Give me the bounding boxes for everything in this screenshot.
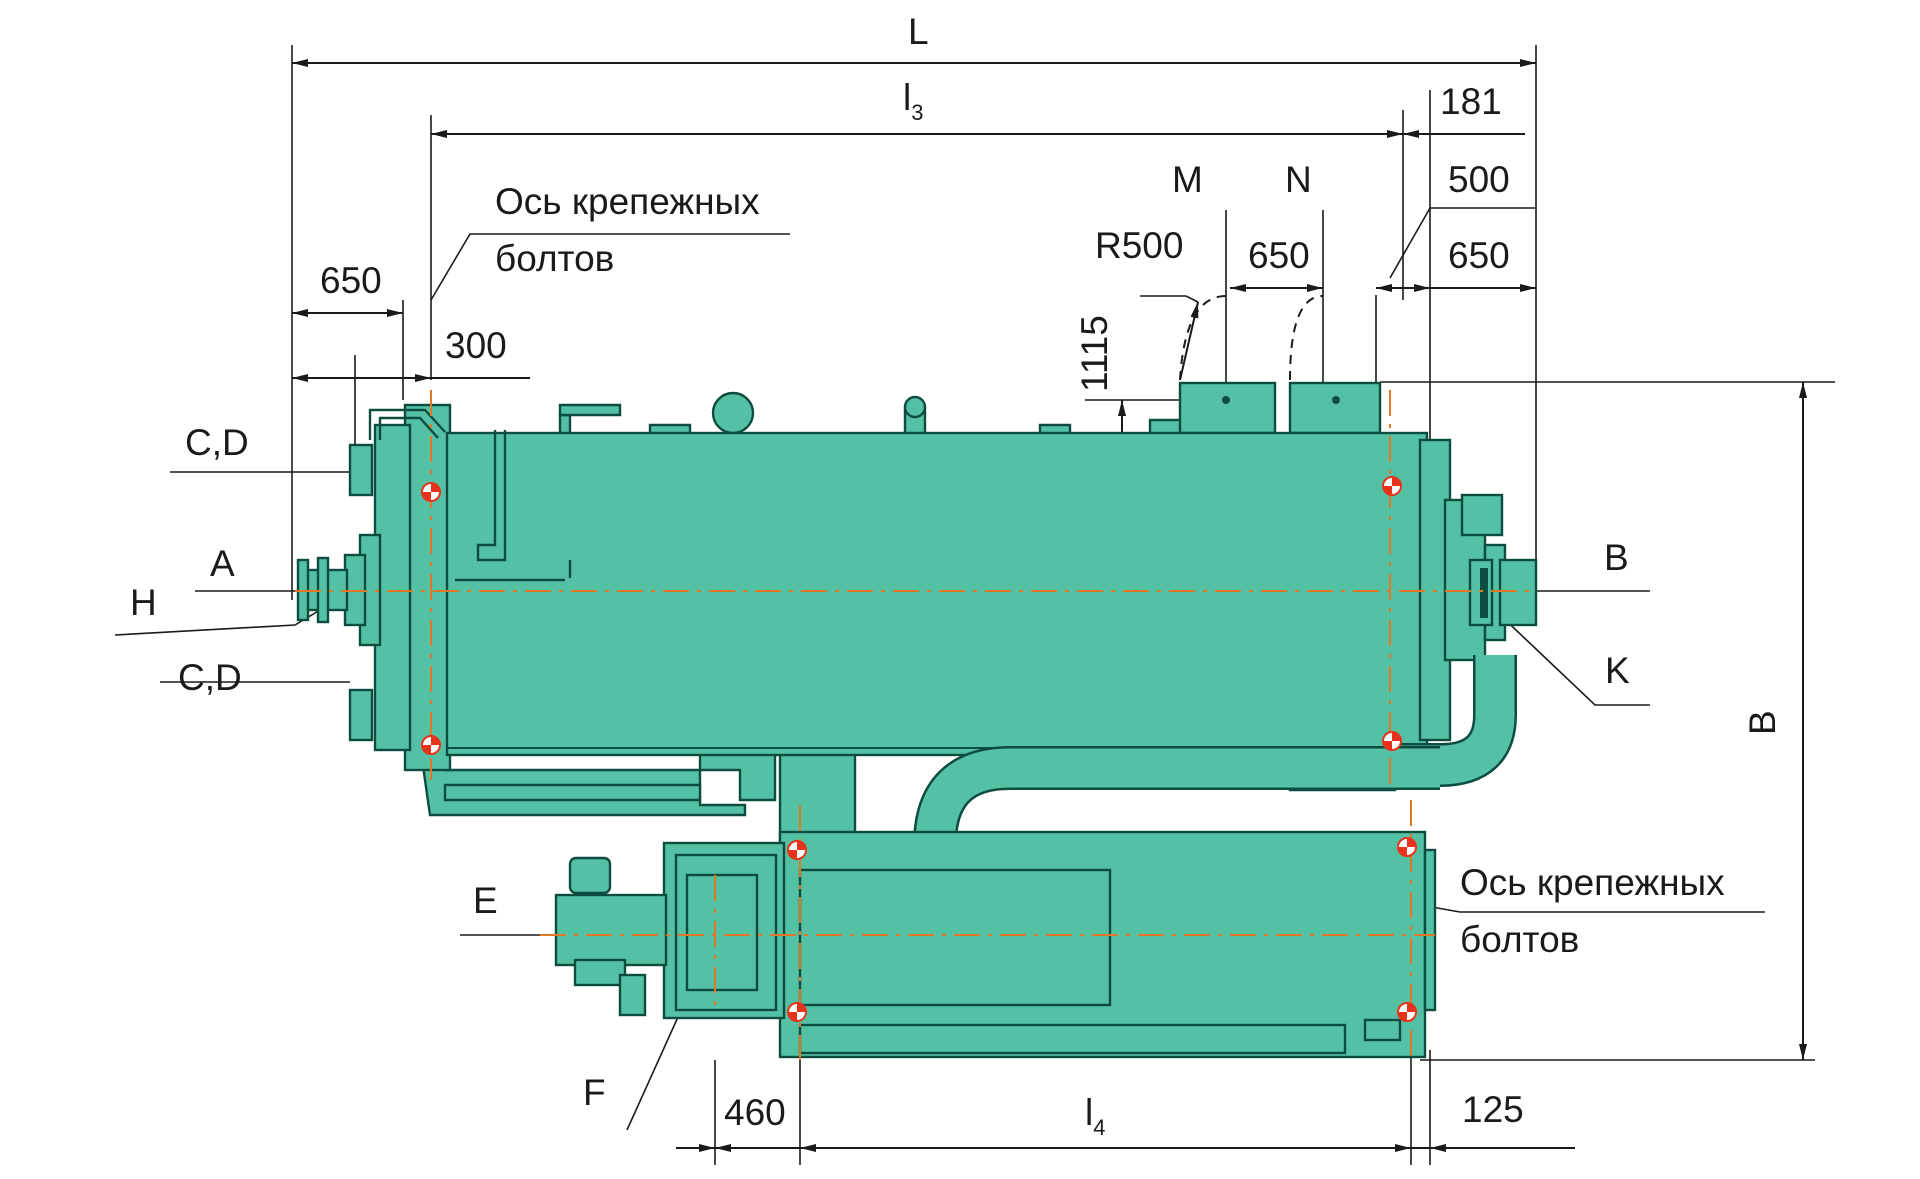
connection-labels: C,D A H C,D B K M N E F [130,159,1630,1113]
label-cd-lower: C,D [178,657,242,698]
center-axes [295,390,1535,1060]
dim-500: 500 [1448,159,1510,200]
note-bolt-axis-top-line2: болтов [495,238,614,279]
dim-300: 300 [445,325,507,366]
dim-650-top-mid: 650 [1248,235,1310,276]
condenser-unit [296,295,1538,1059]
bolt-markers [421,476,1417,1022]
dim-L: L [908,11,929,52]
dimension-labels: L l3 181 500 650 650 650 300 R500 1115 B… [320,11,1783,1140]
note-bolt-axis-right-line1: Ось крепежных [1460,862,1725,903]
bolt-marker-icon [1397,837,1417,857]
label-n: N [1285,159,1312,200]
bolt-marker-icon [1397,1002,1417,1022]
label-k: K [1605,650,1630,691]
dim-1115: 1115 [1074,315,1115,392]
dim-l3: l3 [903,77,923,125]
label-f: F [583,1072,606,1113]
bolt-marker-icon [421,482,441,502]
note-bolt-axis-right-line2: болтов [1460,919,1579,960]
label-h: H [130,582,157,623]
bolt-marker-icon [787,1002,807,1022]
dim-R500: R500 [1095,225,1183,266]
bolt-marker-icon [421,735,441,755]
notes: Ось крепежных болтов Ось крепежных болто… [495,181,1725,960]
dim-650-top-right: 650 [1448,235,1510,276]
dim-l4: l4 [1085,1092,1105,1140]
label-b: B [1604,537,1629,578]
bolt-marker-icon [1382,731,1402,751]
dimension-lines [114,45,1835,1165]
dim-125: 125 [1462,1089,1524,1130]
bolt-marker-icon [1382,476,1402,496]
label-e: E [473,880,498,921]
bolt-marker-icon [787,840,807,860]
dim-B-height: B [1742,710,1783,735]
dim-460: 460 [724,1092,786,1133]
label-m: M [1172,159,1203,200]
dim-650-left: 650 [320,260,382,301]
note-bolt-axis-top-line1: Ось крепежных [495,181,760,222]
label-cd-upper: C,D [185,422,249,463]
label-a: A [210,543,235,584]
dim-181: 181 [1440,81,1502,122]
